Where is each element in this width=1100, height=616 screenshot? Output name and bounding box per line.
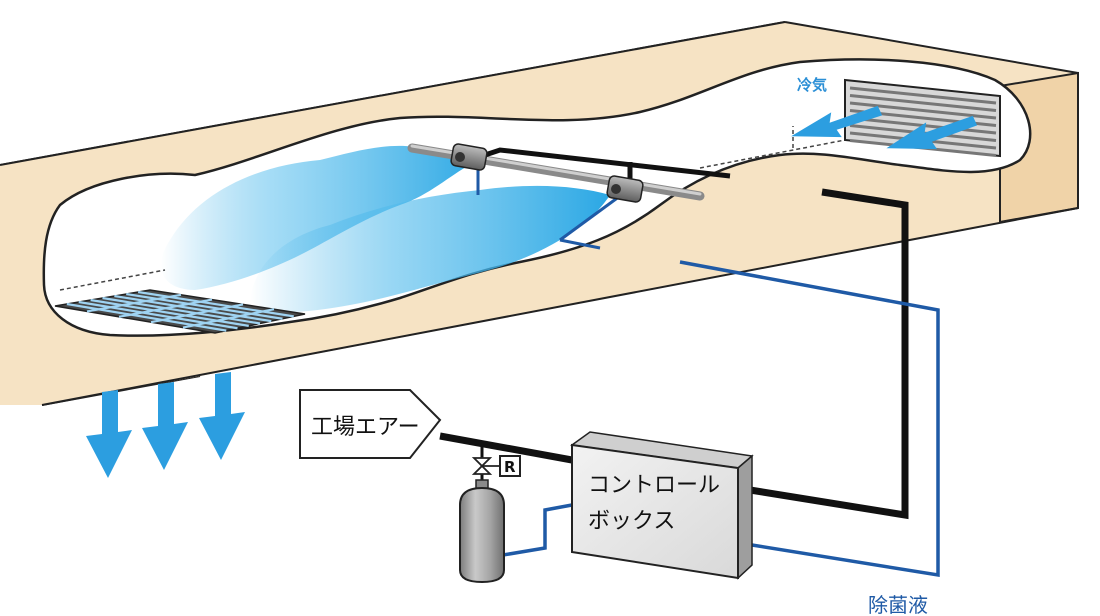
air-line-to-duct: [749, 188, 909, 520]
cold-air-label: 冷気: [797, 76, 827, 94]
ceiling-grille: [54, 289, 306, 334]
control-box: コントロール ボックス: [570, 431, 754, 580]
disinfectant-line: [679, 260, 940, 578]
factory-air-tag: 工場エアー: [299, 389, 442, 459]
downward-air-arrows: [86, 372, 245, 478]
interior-dashed-left: [59, 269, 166, 291]
gas-cylinder: [459, 479, 505, 584]
control-box-label-line2: ボックス: [588, 509, 675, 534]
valve: [471, 457, 500, 475]
spray-nozzle-left: [450, 143, 488, 171]
mist-cloud-upper: [160, 145, 470, 290]
cold-air-arrows: [791, 105, 978, 150]
cylinder-line: [502, 503, 573, 557]
factory-air-label: 工場エアー: [311, 415, 420, 440]
spray-nozzle-right: [606, 175, 644, 203]
disinfectant-label: 除菌液: [868, 593, 928, 616]
regulator-box: R: [499, 455, 521, 477]
mist-cloud-lower: [250, 185, 610, 312]
air-outlet-vent: [844, 78, 1001, 158]
factory-air-line: [439, 432, 573, 464]
regulator-label: R: [504, 458, 516, 476]
control-box-label-line1: コントロール: [588, 473, 720, 498]
